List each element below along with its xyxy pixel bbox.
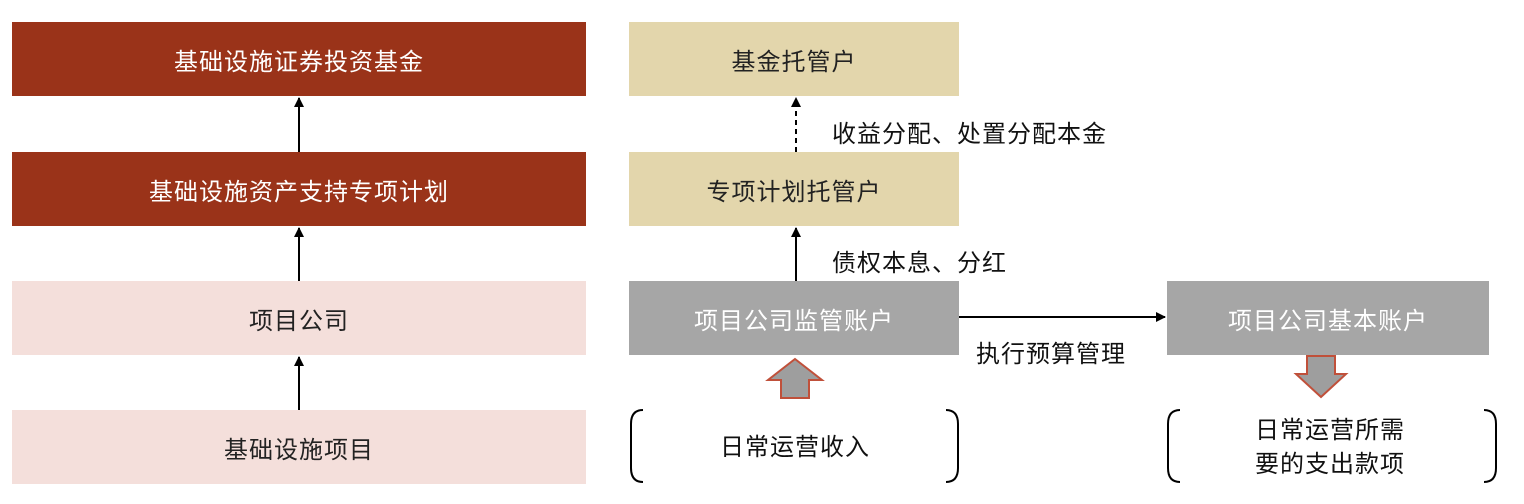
project-company-label: 项目公司 xyxy=(249,306,349,335)
supervised-account-box: 项目公司监管账户 xyxy=(629,281,959,355)
plan-custodian-box: 专项计划托管户 xyxy=(629,152,959,226)
fund-custodian-box: 基金托管户 xyxy=(629,22,959,96)
fund-custodian-label: 基金托管户 xyxy=(731,47,857,76)
abs-plan-label: 基础设施资产支持专项计划 xyxy=(149,177,449,206)
interest-dividend-label: 债权本息、分红 xyxy=(832,249,1007,277)
distribution-label: 收益分配、处置分配本金 xyxy=(832,120,1107,148)
infrastructure-project-box: 基础设施项目 xyxy=(12,410,586,484)
expense-block-arrow-icon xyxy=(1293,355,1349,399)
plan-custodian-label: 专项计划托管户 xyxy=(706,177,882,206)
expense-right-bracket xyxy=(1483,409,1497,483)
abs-plan-box: 基础设施资产支持专项计划 xyxy=(12,152,586,226)
expense-left-bracket xyxy=(1167,409,1181,483)
project-company-box: 项目公司 xyxy=(12,281,586,355)
infrastructure-project-label: 基础设施项目 xyxy=(224,435,374,464)
daily-expense-line2: 要的支出款项 xyxy=(1255,450,1405,478)
daily-expense-line1: 日常运营所需 xyxy=(1255,416,1405,444)
daily-income-text: 日常运营收入 xyxy=(720,433,870,461)
fund-label: 基础设施证券投资基金 xyxy=(174,47,424,76)
basic-account-label: 项目公司基本账户 xyxy=(1228,306,1428,335)
income-block-arrow-icon xyxy=(765,357,825,399)
basic-account-box: 项目公司基本账户 xyxy=(1167,281,1489,355)
daily-expense-text: 日常运营所需 要的支出款项 xyxy=(1180,404,1480,490)
income-right-bracket xyxy=(945,409,959,483)
supervised-account-label: 项目公司监管账户 xyxy=(694,306,894,335)
income-left-bracket xyxy=(630,409,644,483)
budget-management-label: 执行预算管理 xyxy=(976,340,1126,368)
fund-box: 基础设施证券投资基金 xyxy=(12,22,586,96)
